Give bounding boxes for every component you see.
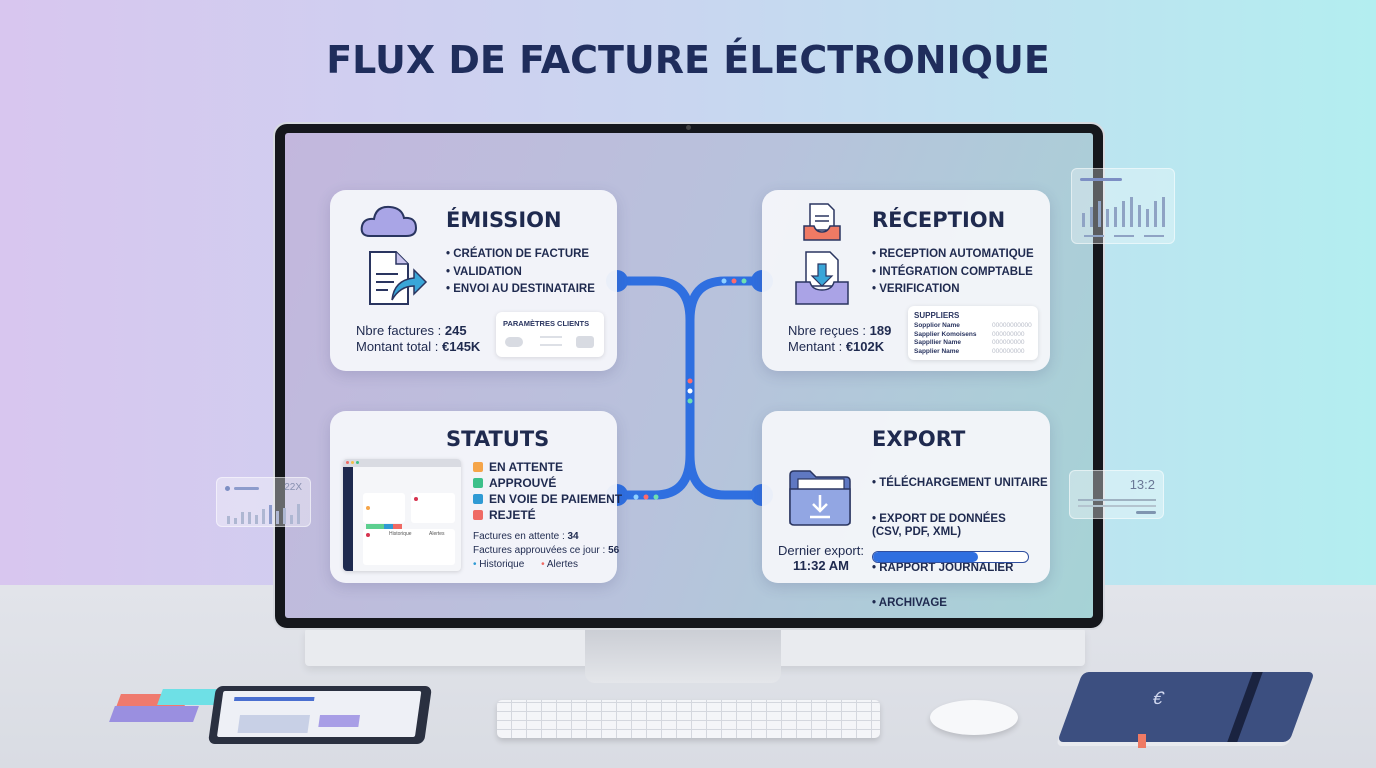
total-amount: Montant total : €145K [356,339,481,354]
supplier-name: Sapplier Komoisens [914,330,977,338]
notebook: € [1057,672,1315,742]
folder-icon [576,336,594,348]
list-item: VERIFICATION [872,281,1034,299]
list-item: INTÉGRATION COMPTABLE [872,264,1034,282]
folder-download-icon [789,470,851,526]
card-emission[interactable]: ÉMISSION CRÉATION DE FACTURE VALIDATION … [330,190,617,371]
supplier-name: Sappllier Name [914,339,961,346]
card-statuts[interactable]: STATUTS Historique Alertes EN ATTENTE AP… [330,411,622,583]
supplier-value: 000000000 [992,347,1025,355]
toggle-icon [505,337,523,347]
supplier-value: 000000000 [992,339,1025,346]
supplier-value: 00000000000 [992,322,1032,329]
list-item: ARCHIVAGE [872,595,1048,613]
status-item: EN VOIE DE PAIEMENT [473,491,622,507]
suppliers-panel[interactable]: SUPPLIERS Sopplior Name Sapplier Komoise… [908,306,1038,360]
inbox-download-icon [795,251,849,305]
floating-chart-widget-right [1071,168,1175,244]
keyboard [497,700,880,738]
inbox-document-icon [803,203,841,241]
list-item: VALIDATION [446,264,595,282]
status-item: APPROUVÉ [473,475,622,491]
page-title: FLUX DE FACTURE ÉLECTRONIQUE [326,38,1050,82]
monitor-stand [585,625,781,683]
document-send-icon [369,251,428,305]
invoice-count: Nbre factures : 245 [356,323,467,338]
status-legend: EN ATTENTE APPROUVÉ EN VOIE DE PAIEMENT … [473,459,622,523]
mouse [930,700,1018,735]
card-title: STATUTS [446,427,550,451]
last-export: Dernier export: 11:32 AM [778,543,864,573]
card-title: EXPORT [872,427,966,451]
list-item: EXPORT DE DONNÉES (CSV, PDF, XML) [872,513,1048,539]
card-title: RÉCEPTION [872,208,1006,232]
list-item: ENVOI AU DESTINATAIRE [446,281,595,299]
client-settings-panel[interactable]: PARAMÈTRES CLIENTS [496,312,604,357]
status-swatch [473,478,483,488]
card-export[interactable]: EXPORT TÉLÉCHARGEMENT UNITAIRE EXPORT DE… [762,411,1050,609]
card-reception[interactable]: RÉCEPTION RECEPTION AUTOMATIQUE INTÉGRAT… [762,190,1050,371]
status-swatch [473,494,483,504]
mini-col-label: Alertes [429,531,445,537]
list-item: RAPPORT JOURNALIER [872,560,1048,578]
panel-title: PARAMÈTRES CLIENTS [503,319,590,328]
status-item: EN ATTENTE [473,459,622,475]
export-progress-bar [872,551,1029,563]
widget-value: 22X [284,482,302,493]
received-amount: Mentant : €102K [788,339,885,354]
alerts-link[interactable]: • Alertes [541,559,578,570]
history-link[interactable]: • Historique [473,559,525,570]
status-swatch [473,510,483,520]
bookmark-ribbon [1138,734,1146,748]
supplier-name: Sapplier Name [914,347,960,355]
card-title: ÉMISSION [446,208,562,232]
floating-time-widget: 13:2 [1069,470,1164,519]
supplier-name: Sopplior Name [914,322,960,329]
floating-chart-widget-left: 22X [216,477,311,527]
euro-icon: € [1149,688,1167,708]
status-item: REJETÉ [473,507,622,523]
pending-count: Factures en attente : 34 [473,531,579,542]
list-item: TÉLÉCHARGEMENT UNITAIRE [872,475,1047,493]
dashboard-thumbnail: Historique Alertes [343,459,461,571]
status-swatch [473,462,483,472]
list-item: CRÉATION DE FACTURE [446,246,595,264]
cloud-icon [360,205,418,237]
panel-title: SUPPLIERS [914,311,960,320]
approved-count: Factures approuvées ce jour : 56 [473,545,620,556]
received-count: Nbre reçues : 189 [788,323,892,338]
bar-chart-icon [227,504,300,524]
sticky-note-purple [109,706,199,722]
flow-connector [606,270,773,506]
tablet [207,686,433,744]
list-item: RECEPTION AUTOMATIQUE [872,246,1033,264]
mini-col-label: Historique [389,531,412,537]
widget-value: 13:2 [1129,477,1155,492]
supplier-value: 000000000 [992,330,1025,338]
camera [686,125,691,130]
menu-icon [540,336,562,346]
bar-chart-icon [1082,197,1165,237]
